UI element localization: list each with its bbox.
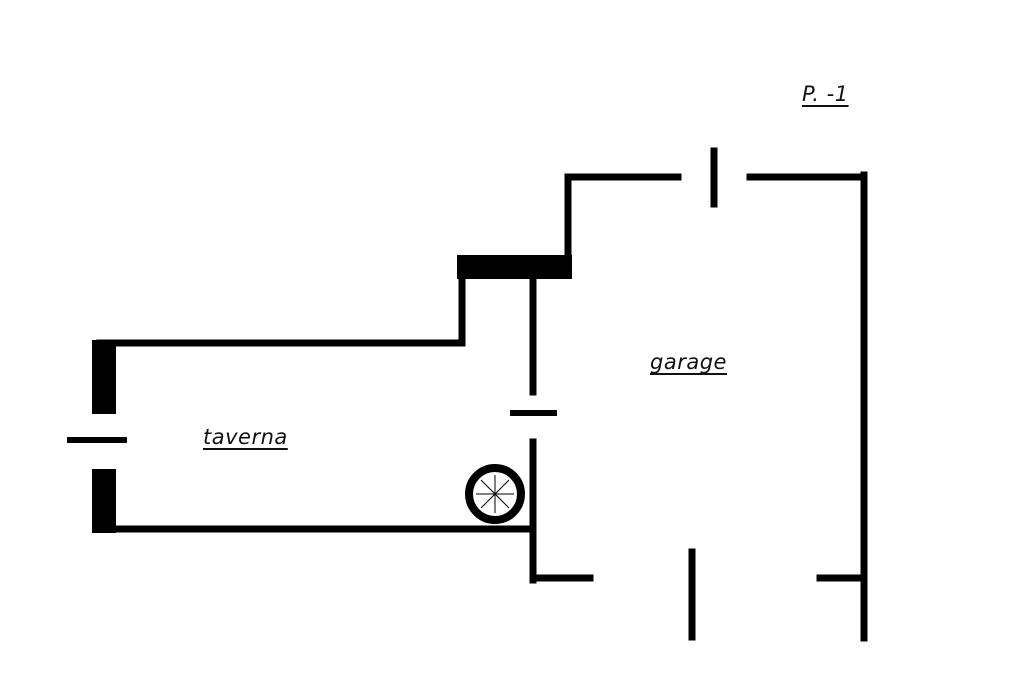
floor-label: P. -1 bbox=[802, 82, 849, 106]
taverna-left-wall-lower bbox=[92, 469, 116, 533]
stair-circle-icon bbox=[465, 464, 525, 524]
room-label-taverna: taverna bbox=[203, 425, 288, 449]
room-label-garage: garage bbox=[650, 350, 727, 374]
thick-wall-segment bbox=[457, 255, 572, 279]
taverna-left-wall-upper bbox=[92, 340, 116, 414]
